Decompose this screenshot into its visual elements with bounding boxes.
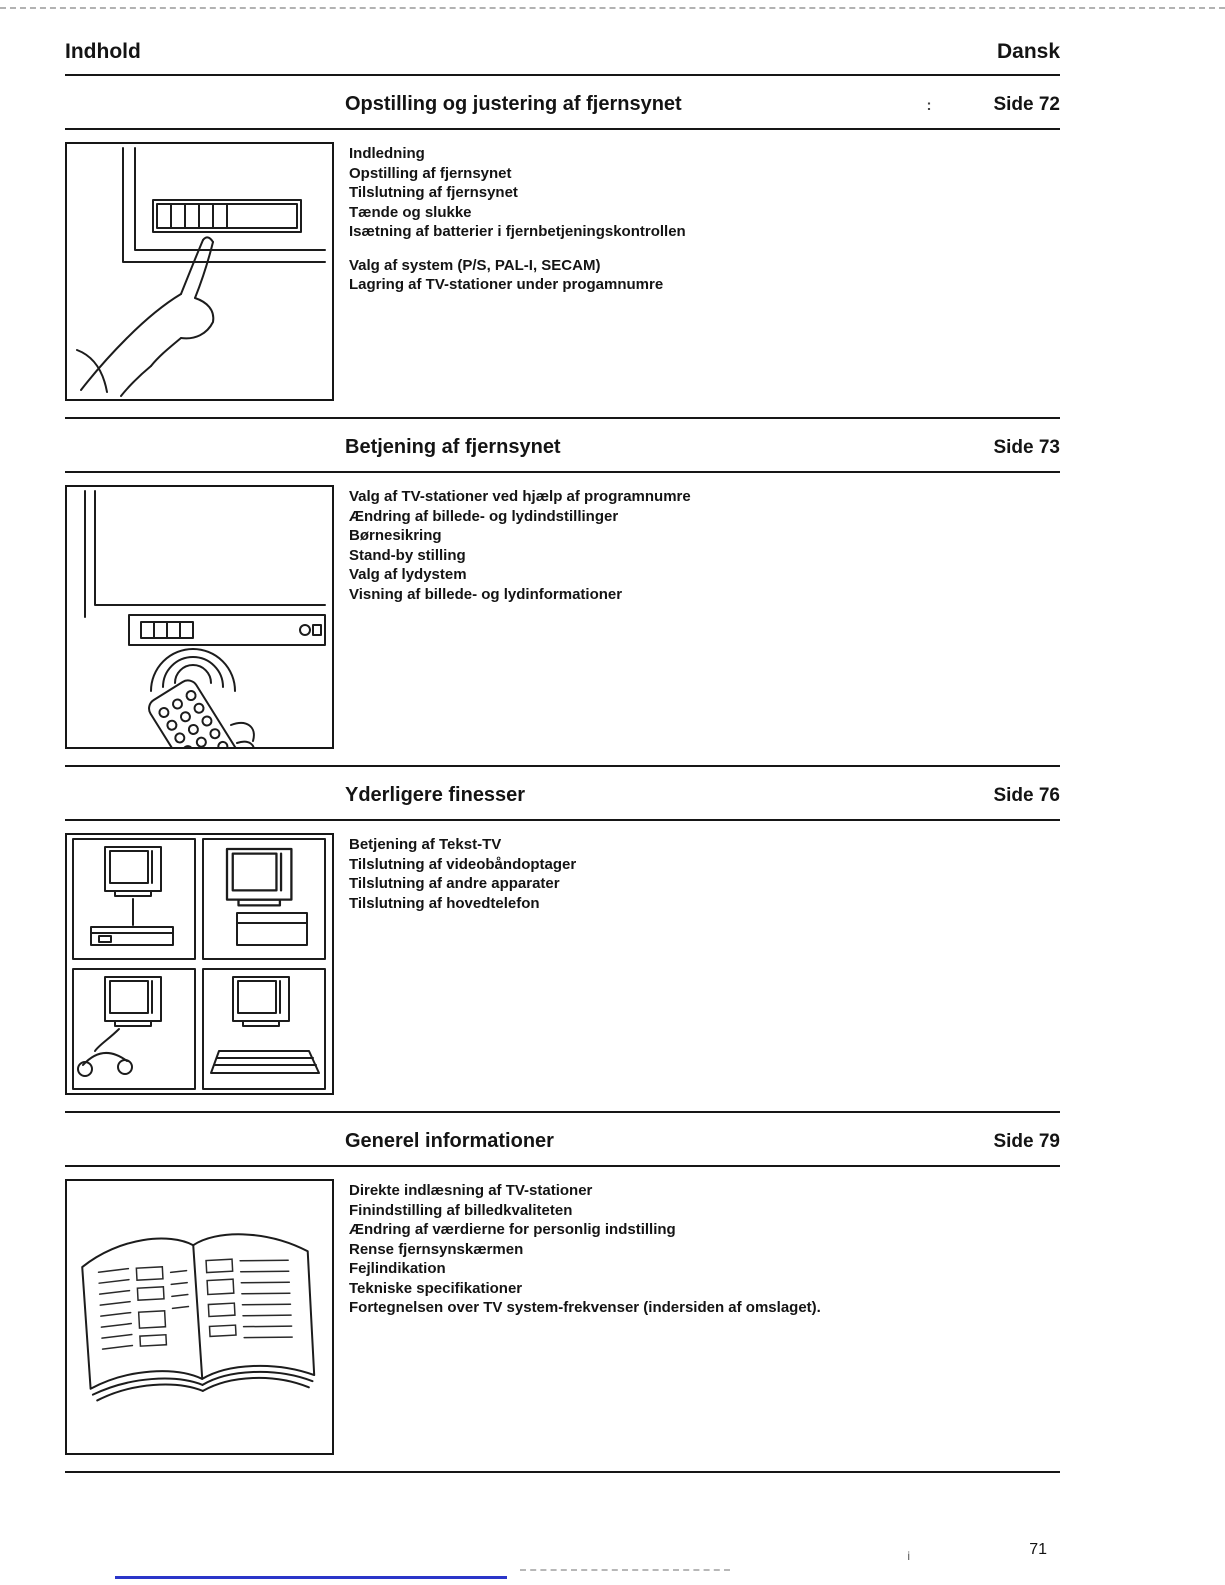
scan-artifact-blue-line [115,1576,507,1579]
tv-connections-grid-illustration [65,833,334,1095]
toc-item: Finindstilling af billedkvaliteten [349,1201,573,1219]
toc-item: Tilslutning af fjernsynet [349,184,518,201]
toc-item: Tilslutning af andre apparater [349,875,560,892]
toc-item: Børnesikring [349,527,442,544]
section-title: Betjening af fjernsynet [345,436,561,458]
toc-item: Valg af TV-stationer ved hjælp af progra… [349,488,691,505]
section-1-topics: Indledning Opstilling af fjernsynet Tils… [334,142,686,295]
divider [65,471,1060,473]
toc-item: Tilslutning af hovedtelefon [349,894,540,912]
connections-grid-drawing [72,838,326,1090]
open-manual-book-illustration [65,1179,334,1455]
page-header-right: Dansk [996,40,1060,63]
divider [65,417,1060,419]
section-1-header: Opstilling og justering af fjernsynet : … [65,76,1060,128]
page-header: Indhold Dansk [65,0,1060,74]
toc-item: Tekniske specifikationer [349,1279,523,1297]
section-3-topics: Betjening af Tekst-TV Tilslutning af vid… [334,833,576,913]
section-page-ref: Side 79 [993,1131,1060,1152]
section-2-body: Valg af TV-stationer ved hjælp af progra… [65,473,1060,765]
toc-item: Betjening af Tekst-TV [349,836,502,853]
section-title: Generel informationer [345,1130,554,1152]
divider [65,1471,1060,1473]
scan-artifact-colon: : [926,97,932,114]
toc-item: Direkte indlæsning af TV-stationer [349,1182,593,1199]
remote-tv-drawing [84,490,326,747]
toc-item: Tilslutning af videobåndoptager [349,855,577,873]
toc-item: Lagring af TV-stationer under progamnumr… [349,276,664,293]
section-page-ref: Side 72 [993,94,1060,115]
page-header-left: Indhold [65,40,141,63]
section-4-body: Direkte indlæsning af TV-stationer Finin… [65,1167,1060,1471]
toc-item: Ændring af billede- og lydindstillinger [349,507,619,525]
section-2-topics: Valg af TV-stationer ved hjælp af progra… [334,485,691,604]
toc-item: Rense fjernsynskærmen [349,1240,524,1258]
toc-item: Indledning [349,145,425,162]
divider [65,1111,1060,1113]
open-book-drawing [81,1233,316,1402]
toc-item: Visning af billede- og lydinformationer [349,585,623,603]
section-title: Opstilling og justering af fjernsynet [345,93,682,115]
section-2-header: Betjening af fjernsynet Side 73 [65,419,1060,471]
section-title: Yderligere finesser [345,784,526,806]
toc-item: Stand-by stilling [349,546,466,564]
toc-item: Tænde og slukke [349,203,472,221]
section-1-body: Indledning Opstilling af fjernsynet Tils… [65,130,1060,417]
divider [65,819,1060,821]
section-3-header: Yderligere finesser Side 76 [65,767,1060,819]
toc-item: Fejlindikation [349,1260,446,1277]
toc-item: Ændring af værdierne for personlig indst… [349,1221,676,1238]
divider [65,128,1060,130]
hand-tv-panel-drawing [76,147,326,397]
divider [65,765,1060,767]
section-page-ref: Side 76 [993,785,1060,806]
toc-item: Valg af lydystem [349,566,467,583]
divider [65,1165,1060,1167]
toc-item: Valg af system (P/S, PAL-I, SECAM) [349,256,601,274]
divider [65,74,1060,76]
remote-control-pointing-at-tv-illustration [65,485,334,749]
page-number: 71 [1029,1541,1047,1558]
section-4-header: Generel informationer Side 79 [65,1113,1060,1165]
scan-artifact-top-line [0,7,1225,9]
hand-pressing-tv-control-panel-illustration [65,142,334,401]
scan-artifact-mark: i [907,1549,910,1563]
toc-item: Isætning af batterier i fjernbetjeningsk… [349,223,686,240]
scan-artifact-bottom-dashes [520,1569,730,1571]
section-4-topics: Direkte indlæsning af TV-stationer Finin… [334,1179,821,1318]
section-page-ref: Side 73 [993,437,1060,458]
section-3-body: Betjening af Tekst-TV Tilslutning af vid… [65,821,1060,1111]
toc-item: Opstilling af fjernsynet [349,164,512,182]
toc-item: Fortegnelsen over TV system-frekvenser (… [349,1299,821,1316]
